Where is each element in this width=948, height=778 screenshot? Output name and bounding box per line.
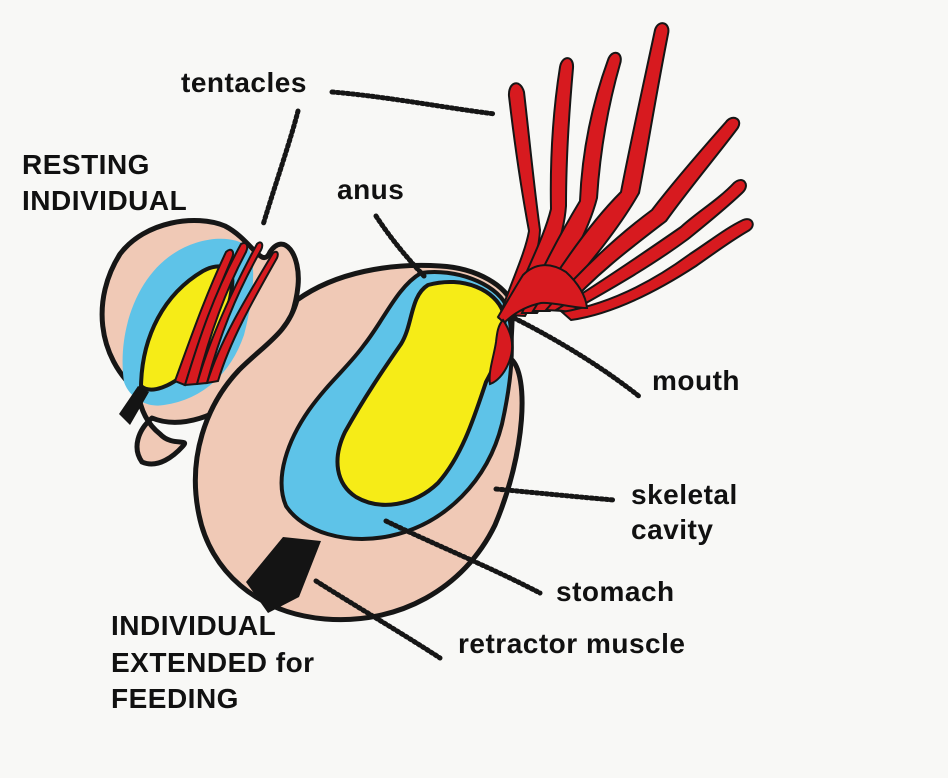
resting-tentacles [173,241,279,387]
label-tentacles: tentacles [181,67,307,98]
pointer-line-retractor [313,578,443,661]
pointer-lines [260,89,643,661]
pointer-line-tentacles-to-extended [329,89,498,117]
label-extended-line-2: EXTENDED for [111,647,315,678]
pointer-line-stomach [383,518,543,596]
label-skeletal-line-1: skeletal [631,479,738,510]
extended-retractor-muscle [246,537,321,613]
label-resting-line-2: INDIVIDUAL [22,185,188,216]
label-anus: anus [337,174,405,205]
extended-tentacles [488,22,754,386]
label-stomach: stomach [556,576,675,607]
resting-retractor-muscle [119,386,149,425]
label-skeletal-line-2: cavity [631,514,714,545]
label-extended-line-1: INDIVIDUAL [111,610,277,641]
label-retractor-muscle: retractor muscle [458,628,686,659]
pointer-line-anus [373,213,427,279]
pointer-line-tentacles-to-resting [260,108,301,228]
label-mouth: mouth [652,365,741,396]
label-extended-line-3: FEEDING [111,683,239,714]
pointer-line-mouth [511,315,643,400]
pointer-line-skeletal-cavity [493,486,617,503]
label-resting-line-1: RESTING [22,149,150,180]
